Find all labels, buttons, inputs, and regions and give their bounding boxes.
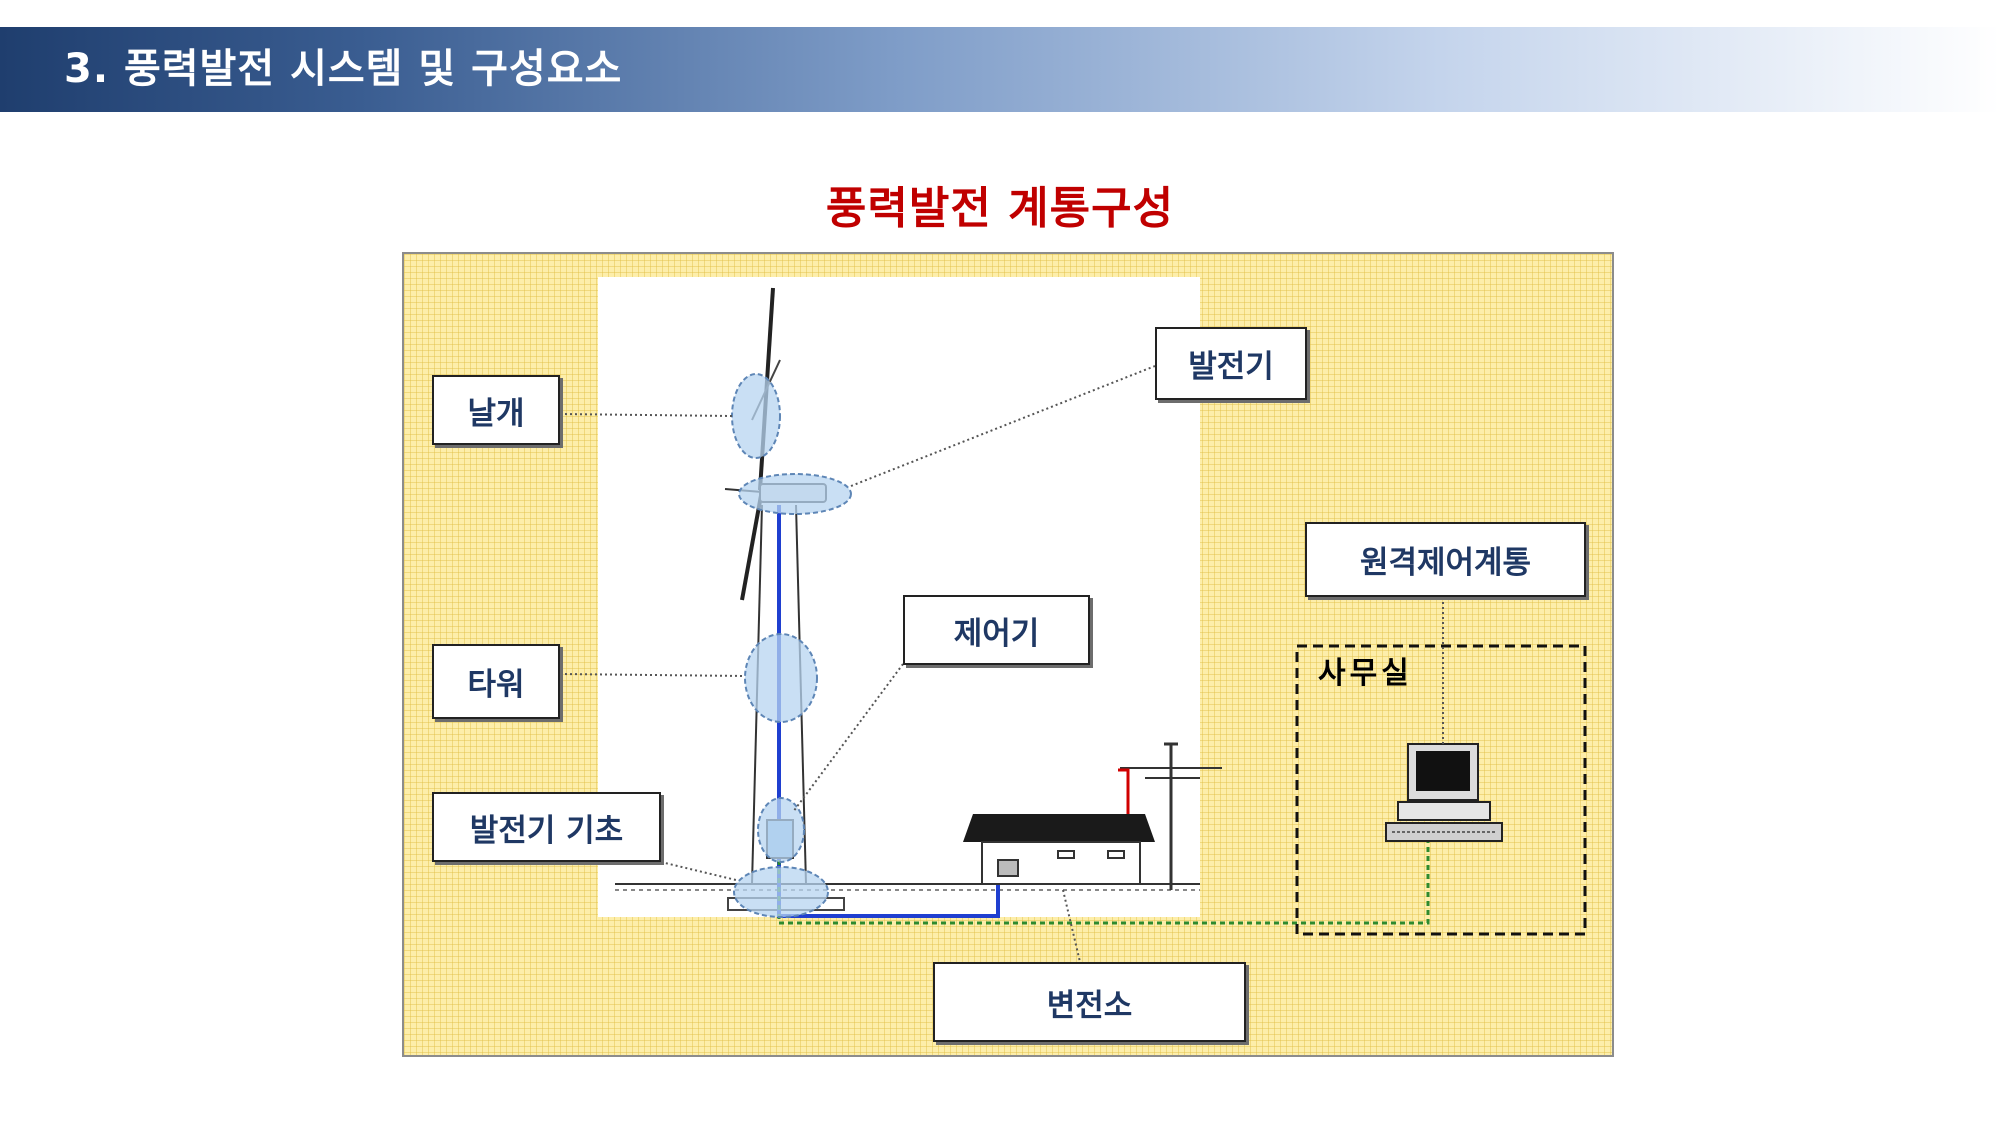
header-bar: 3. 풍력발전 시스템 및 구성요소 bbox=[0, 27, 2000, 112]
label-substation: 변전소 bbox=[933, 962, 1246, 1042]
utility-pole bbox=[1118, 742, 1222, 890]
label-remote-control-system: 원격제어계통 bbox=[1305, 522, 1586, 597]
foundation-highlight bbox=[733, 866, 829, 918]
label-office: 사무실 bbox=[1318, 656, 1413, 691]
power-cable bbox=[777, 505, 1000, 918]
substation-building bbox=[963, 814, 1155, 885]
computer-icon bbox=[1385, 743, 1503, 842]
page-title: 3. 풍력발전 시스템 및 구성요소 bbox=[64, 46, 623, 92]
blade-leader bbox=[559, 413, 733, 417]
diagram-title: 풍력발전 계통구성 bbox=[825, 183, 1175, 234]
leader-lines bbox=[559, 365, 1444, 963]
controller-leader bbox=[792, 663, 904, 813]
controller-highlight bbox=[757, 797, 805, 863]
tower-highlight bbox=[744, 633, 818, 723]
blade-highlight bbox=[731, 373, 781, 459]
label-blade: 날개 bbox=[432, 375, 560, 445]
label-foundation: 발전기 기초 bbox=[432, 792, 661, 862]
foundation-leader bbox=[660, 861, 737, 881]
label-controller: 제어기 bbox=[903, 595, 1090, 665]
label-generator: 발전기 bbox=[1155, 327, 1307, 400]
tower-leader bbox=[559, 673, 746, 677]
office-boundary bbox=[1295, 644, 1587, 936]
generator-highlight bbox=[738, 473, 852, 515]
substation-leader bbox=[1062, 889, 1081, 963]
label-tower: 타워 bbox=[432, 644, 560, 719]
turbine-scene-background bbox=[598, 277, 1200, 917]
component-highlights bbox=[731, 373, 852, 918]
generator-leader bbox=[850, 365, 1156, 487]
